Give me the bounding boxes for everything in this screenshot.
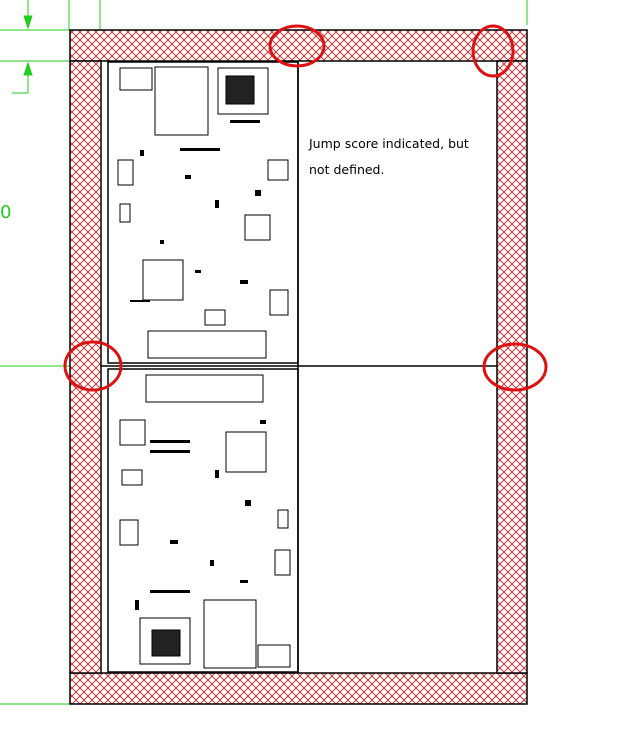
annotation-line-1: Jump score indicated, but [309, 136, 469, 151]
top-right-corner-circle [471, 24, 515, 78]
panel-rails [69, 29, 528, 705]
bottom-rail [69, 672, 528, 705]
score-lines [101, 61, 497, 673]
dimension-label: 0 [0, 202, 12, 223]
top-rail [69, 29, 528, 62]
left-rail-score-circle [63, 340, 123, 392]
left-rail [69, 60, 102, 674]
top-rail-score-circle [268, 24, 326, 68]
right-rail [496, 60, 528, 674]
board-top [117, 66, 289, 359]
right-rail-score-circle [482, 342, 548, 392]
board-bottom [119, 374, 291, 669]
highlight-circles [63, 24, 548, 392]
annotation-note: Jump score indicated, but not defined. [309, 131, 489, 183]
annotation-line-2: not defined. [309, 162, 385, 177]
